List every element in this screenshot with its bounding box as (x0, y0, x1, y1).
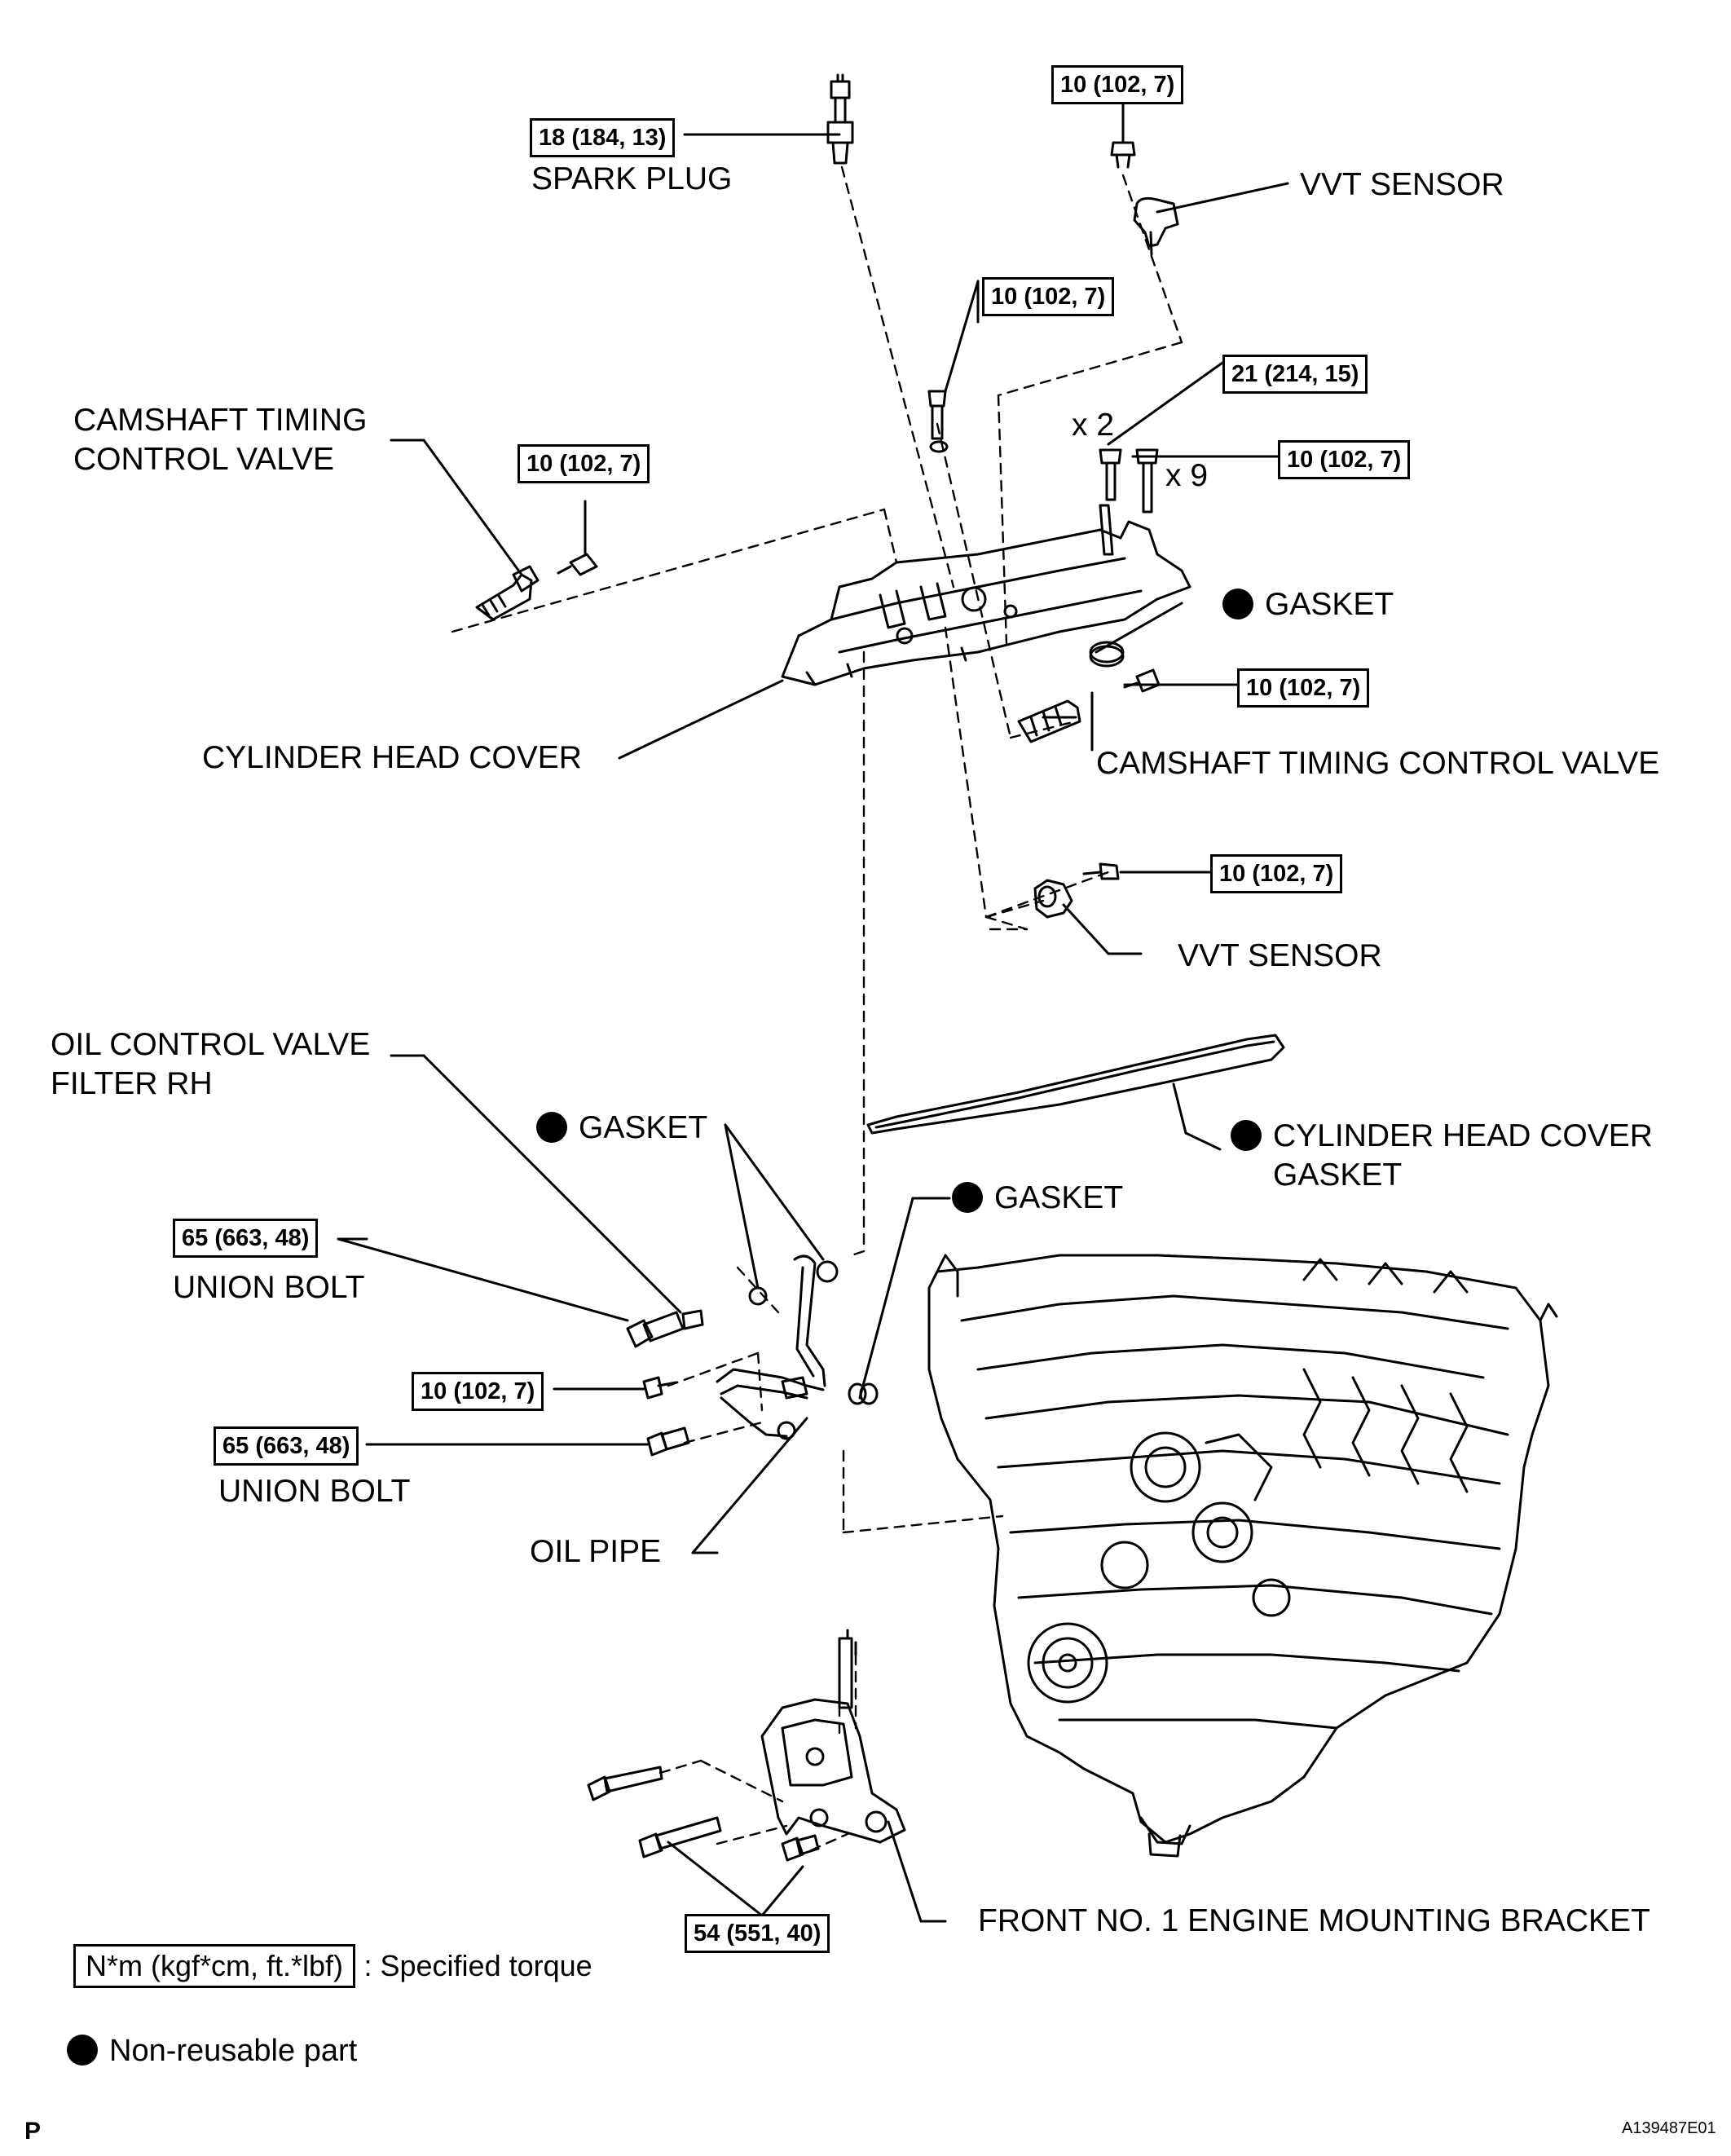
torque-box-union-bolt-top: 65 (663, 48) (173, 1219, 319, 1258)
cylinder-head-cover-gasket-text: CYLINDER HEAD COVER (1273, 1118, 1653, 1153)
label-spark-plug: SPARK PLUG (531, 161, 733, 196)
torque-box-camshaft-valve-left: 10 (102, 7) (518, 444, 650, 483)
label-oil-pipe: OIL PIPE (530, 1534, 662, 1569)
non-reusable-dot-icon (1222, 589, 1253, 619)
torque-box-cover-bolt: 10 (102, 7) (982, 277, 1115, 316)
label-oil-control-valve-filter-line2: FILTER RH (51, 1066, 213, 1101)
stud-bolts-drawing (1099, 448, 1159, 514)
oil-pipe-drawing (716, 1254, 879, 1440)
label-cylinder-head-cover-gasket-line2: GASKET (1273, 1157, 1403, 1193)
cylinder-head-cover-gasket-drawing (866, 1034, 1285, 1135)
torque-box-vvt-sensor-top: 10 (102, 7) (1051, 65, 1184, 104)
label-cylinder-head-cover-gasket-line1: CYLINDER HEAD COVER (1231, 1117, 1653, 1156)
legend-torque-unit-box: N*m (kgf*cm, ft.*lbf) (73, 1944, 356, 1988)
label-mounting-bracket: FRONT NO. 1 ENGINE MOUNTING BRACKET (978, 1903, 1650, 1938)
torque-box-camshaft-valve-right: 10 (102, 7) (1237, 668, 1370, 708)
torque-box-cover-bolts-x9: 10 (102, 7) (1278, 440, 1411, 479)
legend-non-reusable: Non-reusable part (67, 2031, 357, 2070)
legend-torque-desc: : Specified torque (363, 1949, 592, 1982)
label-union-bolt-top: UNION BOLT (173, 1270, 365, 1305)
leader-lines (337, 100, 1289, 1923)
label-gasket-oil-pipe: GASKET (536, 1109, 707, 1148)
engine-mounting-bracket-drawing (760, 1629, 906, 1844)
torque-box-stud-bolt: 21 (214, 15) (1222, 355, 1368, 394)
label-qty-x9: x 9 (1165, 458, 1209, 493)
torque-box-oil-pipe-bolt: 10 (102, 7) (412, 1372, 544, 1411)
page-mark: P (24, 2118, 42, 2145)
legend-non-reusable-text: Non-reusable part (109, 2034, 358, 2068)
label-qty-x2: x 2 (1072, 408, 1115, 443)
gasket-top-text: GASKET (1265, 587, 1394, 622)
spark-plug-drawing (826, 73, 854, 165)
label-vvt-sensor-bottom: VVT SENSOR (1178, 938, 1382, 973)
label-gasket-top: GASKET (1222, 585, 1394, 624)
legend-torque: N*m (kgf*cm, ft.*lbf) : Specified torque (73, 1944, 592, 1988)
torque-box-vvt-sensor-bottom: 10 (102, 7) (1210, 854, 1343, 893)
torque-box-bracket-bolts: 54 (551, 40) (685, 1914, 830, 1953)
non-reusable-dot-icon (952, 1182, 983, 1213)
vvt-sensor-top-drawing (1110, 141, 1179, 256)
label-oil-control-valve-filter-line1: OIL CONTROL VALVE (51, 1027, 371, 1062)
cylinder-head-cover-drawing (781, 504, 1191, 686)
label-gasket-union: GASKET (952, 1179, 1123, 1218)
gasket-union-text: GASKET (994, 1180, 1124, 1215)
camshaft-valve-right-drawing (1017, 668, 1161, 743)
vvt-sensor-bottom-drawing (1033, 862, 1120, 919)
engine-block-drawing (927, 1254, 1558, 1858)
label-camshaft-valve-left-line2: CONTROL VALVE (73, 442, 335, 477)
bracket-bolts-drawing (587, 1766, 820, 1862)
label-cylinder-head-cover: CYLINDER HEAD COVER (202, 740, 582, 775)
dashed-alignment-lines (451, 165, 1183, 1852)
gasket-ring-drawing (1089, 641, 1125, 668)
label-union-bolt-bottom: UNION BOLT (218, 1474, 411, 1509)
label-camshaft-valve-left-line1: CAMSHAFT TIMING (73, 403, 368, 438)
label-vvt-sensor-top: VVT SENSOR (1300, 167, 1504, 202)
non-reusable-dot-icon (67, 2035, 98, 2066)
figure-id: A139487E01 (1622, 2119, 1716, 2137)
camshaft-valve-left-drawing (475, 553, 598, 621)
torque-box-spark-plug: 18 (184, 13) (530, 118, 676, 157)
cover-bolt-drawing (927, 390, 949, 453)
gasket-oil-pipe-text: GASKET (579, 1110, 708, 1145)
label-camshaft-valve-right: CAMSHAFT TIMING CONTROL VALVE (1096, 746, 1660, 781)
non-reusable-dot-icon (1231, 1120, 1262, 1151)
torque-box-union-bolt-bottom: 65 (663, 48) (214, 1426, 359, 1466)
union-bolts-drawing (626, 1309, 704, 1457)
non-reusable-dot-icon (536, 1112, 567, 1143)
